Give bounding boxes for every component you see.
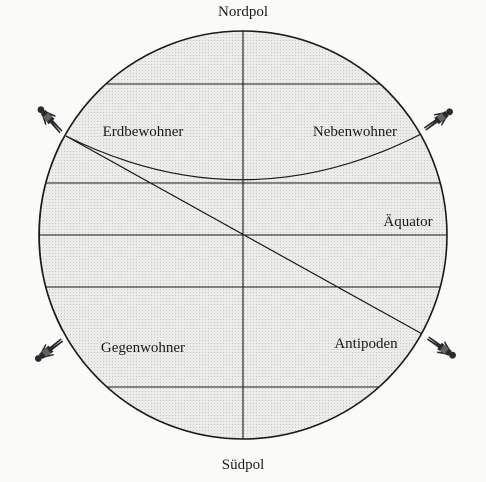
label-inhabitants: Erdbewohner — [103, 124, 184, 140]
person-icon-upper-right — [421, 104, 456, 135]
label-north-pole: Nordpol — [218, 4, 268, 20]
person-icon-lower-left — [31, 334, 66, 366]
label-antoeci: Gegenwohner — [101, 340, 185, 356]
globe-lines — [30, 20, 456, 450]
person-icon-lower-right — [424, 332, 459, 363]
label-equator: Äquator — [383, 213, 432, 230]
label-antipodes: Antipoden — [334, 336, 398, 352]
person-icon-upper-left — [33, 102, 66, 136]
label-perioeci: Nebenwohner — [313, 124, 397, 140]
label-south-pole: Südpol — [222, 457, 265, 473]
